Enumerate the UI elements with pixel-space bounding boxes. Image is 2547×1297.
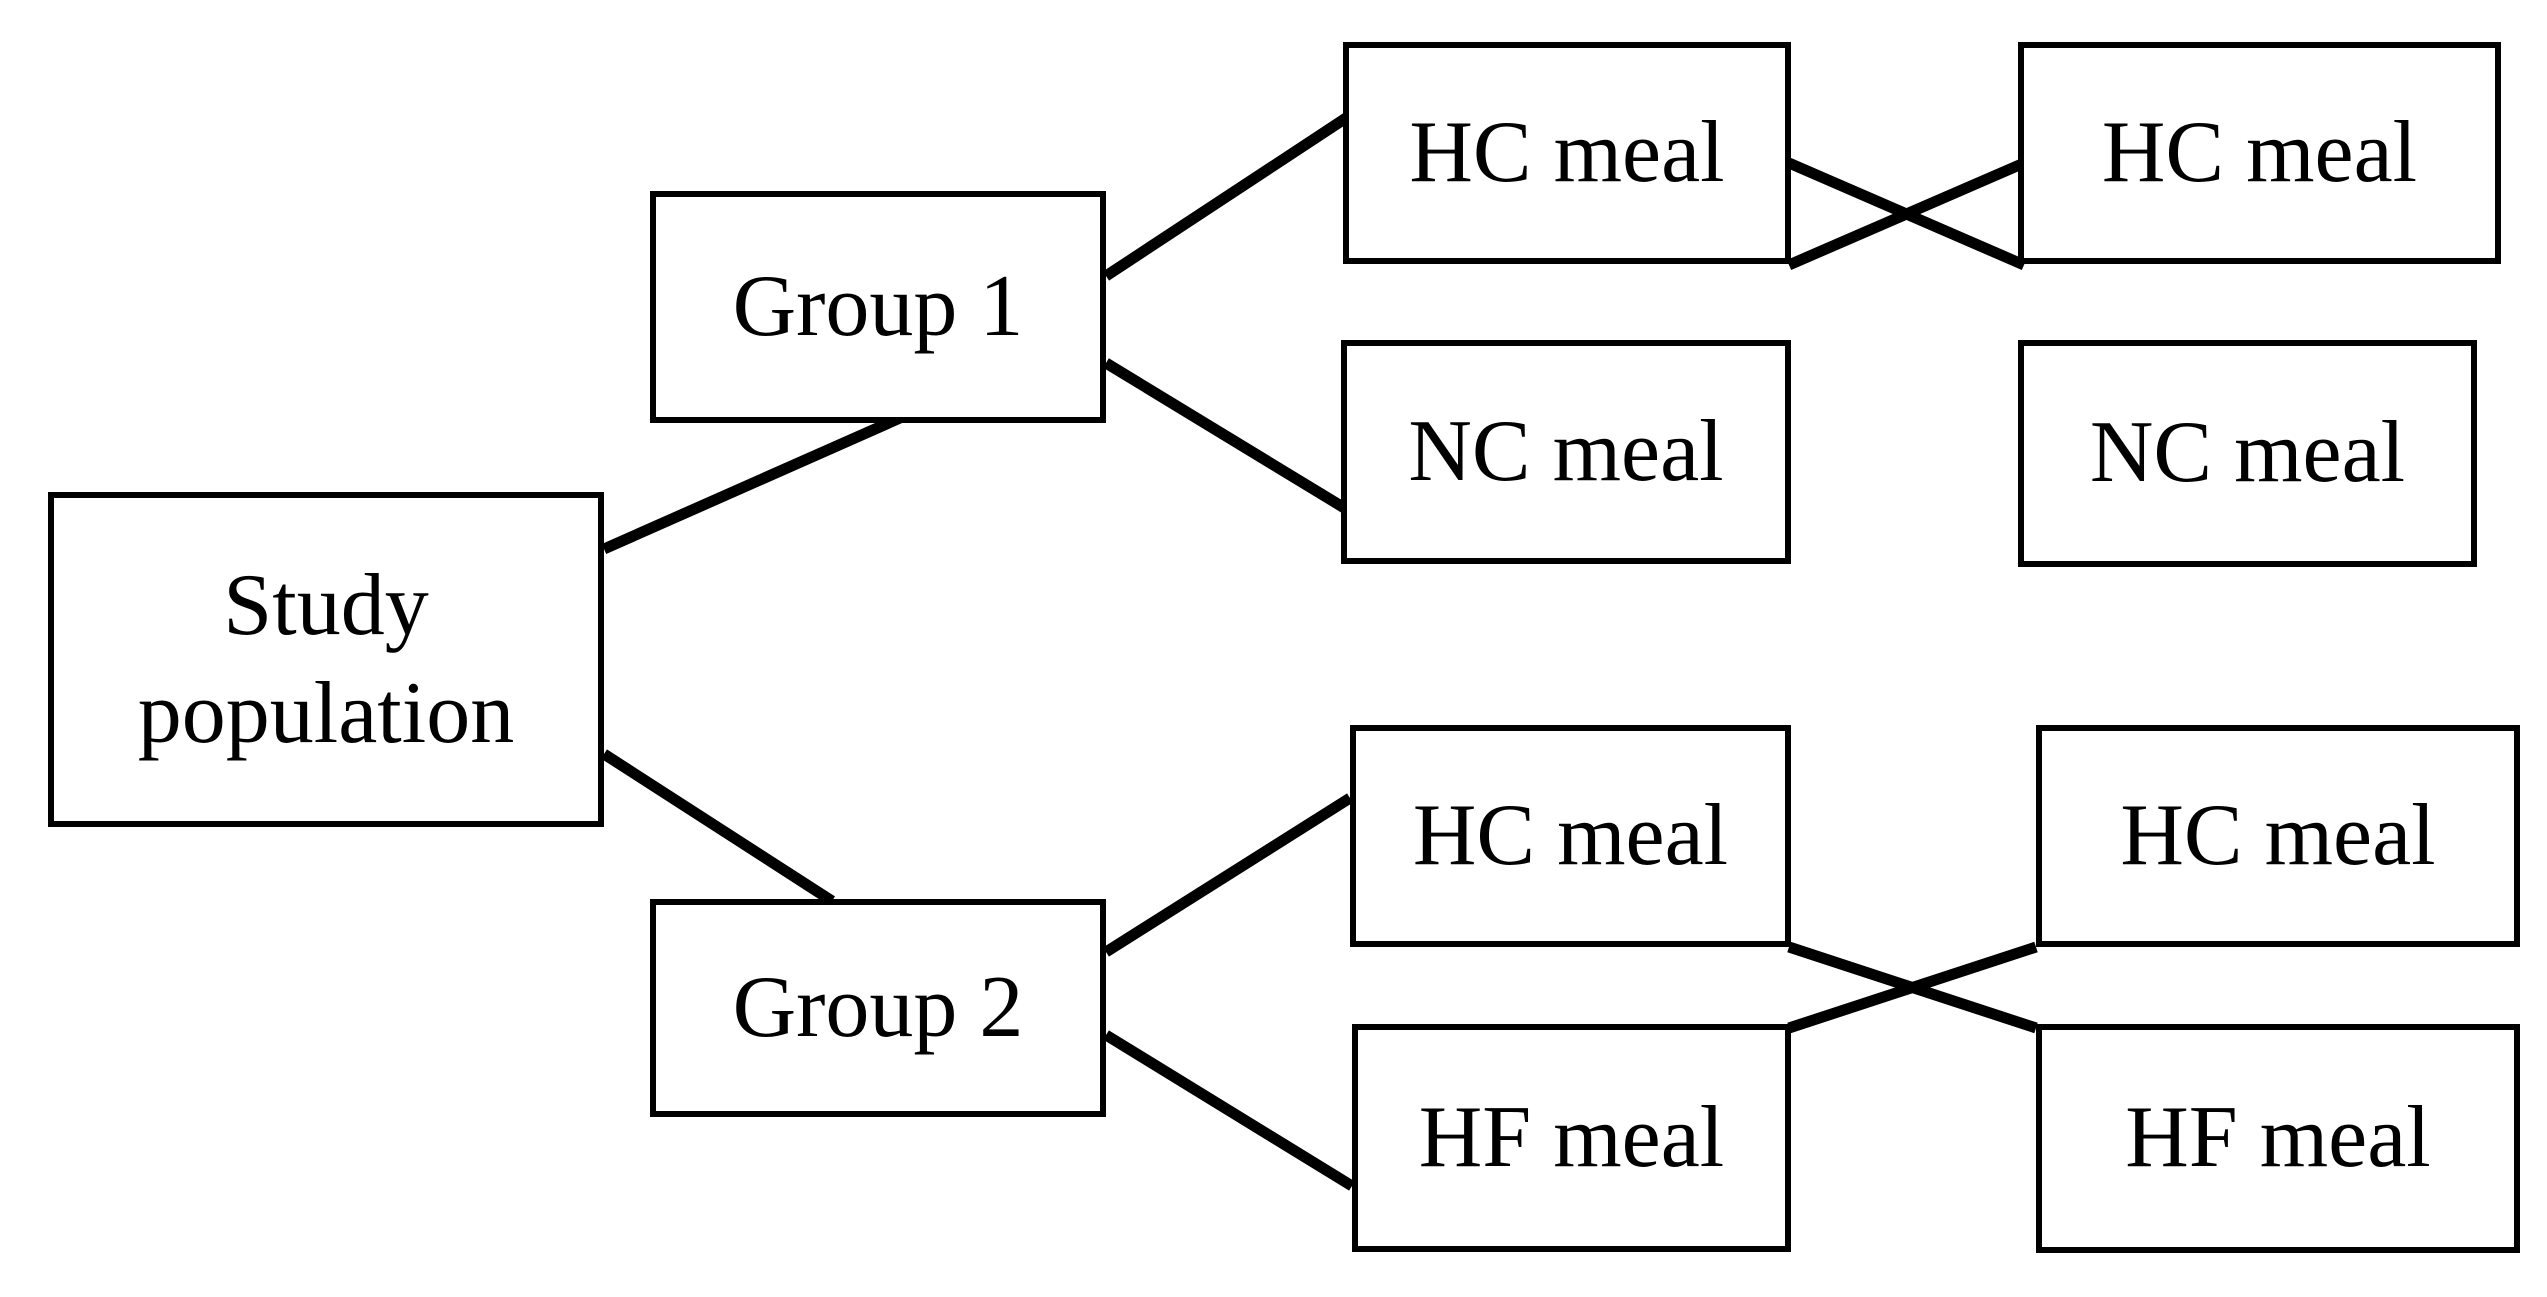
node-label: HF meal (2125, 1089, 2431, 1187)
node-label: Group 2 (732, 958, 1024, 1056)
edge-group2-to-hf-meal (1103, 1030, 1355, 1191)
node-group1-period1-nc-meal[interactable]: NC meal (1341, 340, 1791, 564)
node-group-1[interactable]: Group 1 (650, 191, 1106, 423)
node-group2-period1-hc-meal[interactable]: HC meal (1350, 725, 1791, 947)
edge-study-to-group1 (601, 412, 903, 555)
node-study-population[interactable]: Study population (48, 492, 604, 827)
node-label: HC meal (2120, 786, 2436, 884)
node-group-2[interactable]: Group 2 (650, 899, 1106, 1117)
node-group1-period2-nc-meal[interactable]: NC meal (2018, 340, 2477, 567)
node-label: Study population (137, 557, 515, 762)
node-label: NC meal (2089, 404, 2406, 502)
node-label: HC meal (1412, 786, 1729, 884)
edge-group2-to-hc-meal (1103, 793, 1353, 957)
node-group2-period2-hc-meal[interactable]: HC meal (2036, 725, 2520, 947)
edge-study-to-group2 (601, 749, 835, 906)
edge-crossover-hf-to-hc (1787, 941, 2038, 1034)
node-group1-period2-hc-meal[interactable]: HC meal (2018, 42, 2501, 264)
node-group2-period2-hf-meal[interactable]: HF meal (2036, 1024, 2520, 1253)
node-group1-period1-hc-meal[interactable]: HC meal (1343, 42, 1791, 264)
node-label: HF meal (1418, 1088, 1725, 1186)
edge-crossover-hc-to-hf (1787, 941, 2038, 1034)
edge-crossover-nc-to-hc (1786, 157, 2027, 271)
edge-crossover-hc-to-nc (1786, 157, 2027, 271)
edge-group1-to-nc-meal (1103, 358, 1349, 514)
node-group2-period1-hf-meal[interactable]: HF meal (1352, 1024, 1791, 1252)
node-label: HC meal (2101, 103, 2418, 201)
edge-group1-to-hc-meal (1102, 113, 1350, 281)
node-label: NC meal (1408, 402, 1724, 500)
node-label: HC meal (1409, 103, 1725, 201)
node-label: Group 1 (732, 257, 1024, 355)
